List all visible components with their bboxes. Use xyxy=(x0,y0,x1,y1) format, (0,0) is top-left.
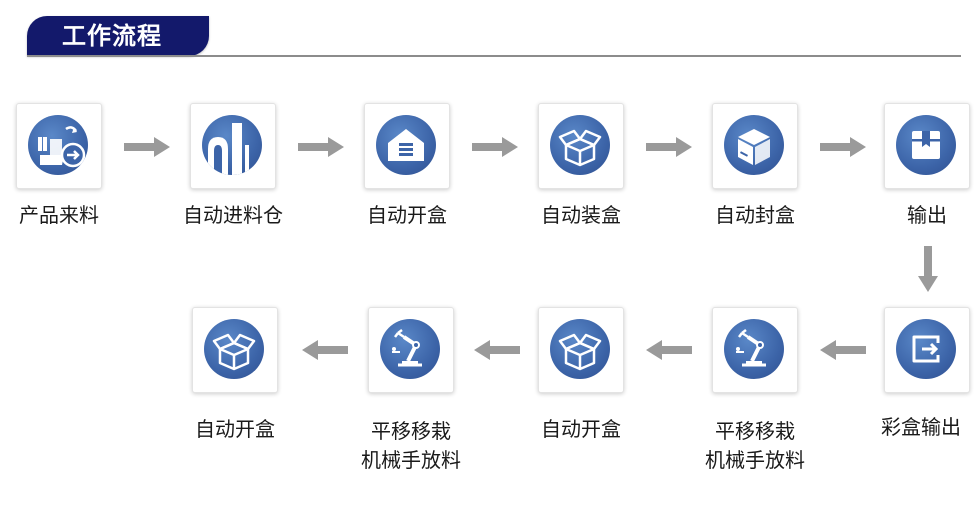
arrow-right-icon xyxy=(472,137,518,157)
arrow-right-icon xyxy=(820,137,866,157)
warehouse-icon xyxy=(376,115,436,175)
step-auto-pack-box xyxy=(538,103,624,189)
step-output xyxy=(884,103,970,189)
feed-bin-icon xyxy=(202,115,262,175)
robot-arm-icon xyxy=(724,319,784,379)
step-label: 自动开盒 xyxy=(367,203,447,227)
step-label: 自动装盒 xyxy=(541,203,621,227)
arrow-left-icon xyxy=(820,340,866,360)
step-label: 输出 xyxy=(907,203,947,227)
step-robot-transfer-1 xyxy=(712,307,798,393)
step-auto-open-box xyxy=(364,103,450,189)
step-label: 机械手放料 xyxy=(705,448,805,472)
product-intake-icon xyxy=(28,115,88,175)
robot-arm-icon xyxy=(380,319,440,379)
open-box-icon xyxy=(550,319,610,379)
step-label: 平移移栽 xyxy=(715,419,795,443)
title-divider xyxy=(27,55,961,57)
title-badge xyxy=(27,16,209,56)
page-title: 工作流程 xyxy=(62,22,162,50)
arrow-down-icon xyxy=(918,246,938,292)
closed-box-icon xyxy=(724,115,784,175)
arrow-left-icon xyxy=(474,340,520,360)
step-product-intake xyxy=(16,103,102,189)
step-robot-transfer-2 xyxy=(368,307,454,393)
arrow-right-icon xyxy=(124,137,170,157)
arrow-right-icon xyxy=(646,137,692,157)
step-auto-feed-bin xyxy=(190,103,276,189)
step-label: 机械手放料 xyxy=(361,448,461,472)
package-icon xyxy=(896,115,956,175)
open-box-icon xyxy=(550,115,610,175)
step-label: 自动开盒 xyxy=(541,417,621,441)
step-label: 自动封盒 xyxy=(715,203,795,227)
arrow-left-icon xyxy=(302,340,348,360)
step-label: 彩盒输出 xyxy=(881,415,961,439)
arrow-right-icon xyxy=(298,137,344,157)
step-label: 自动开盒 xyxy=(195,417,275,441)
arrow-left-icon xyxy=(646,340,692,360)
step-label: 自动进料仓 xyxy=(183,203,283,227)
step-auto-open-box-3 xyxy=(192,307,278,393)
step-label: 产品来料 xyxy=(19,203,99,227)
step-label: 平移移栽 xyxy=(371,419,451,443)
exit-icon xyxy=(896,319,956,379)
step-color-box-output xyxy=(884,307,970,393)
open-box-icon xyxy=(204,319,264,379)
step-auto-open-box-2 xyxy=(538,307,624,393)
step-auto-seal-box xyxy=(712,103,798,189)
